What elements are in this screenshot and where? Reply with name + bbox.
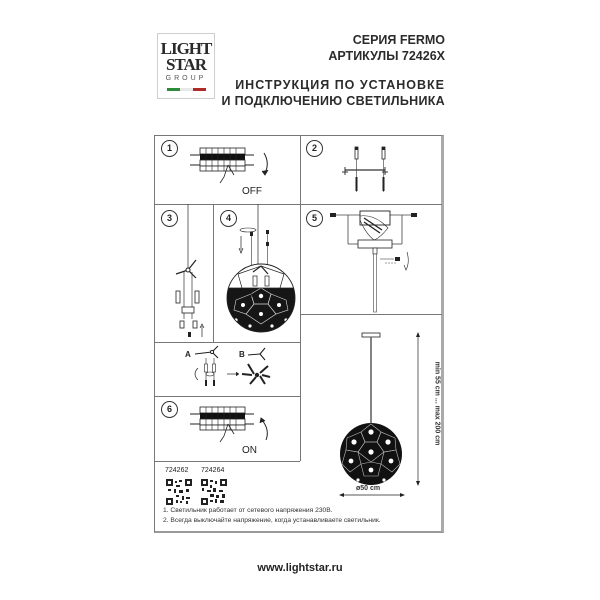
note-2: 2. Всегда выключайте напряжение, когда у… [163, 517, 381, 524]
note-1: 1. Светильник работает от сетевого напря… [163, 507, 333, 514]
label-a: A [185, 350, 191, 359]
step-3-badge: 3 [161, 210, 178, 227]
logo-line-1: LIGHT [160, 39, 213, 58]
series-name: СЕРИЯ FERMO [352, 33, 445, 47]
right-row-divider [300, 314, 442, 315]
article-numbers: АРТИКУЛЫ 72426X [328, 49, 445, 63]
off-label: OFF [242, 186, 262, 197]
step3-4-divider [213, 204, 214, 342]
step-5-badge: 5 [306, 210, 323, 227]
circuit-breaker-on-icon [190, 406, 268, 443]
pendant-lamp-drawing [339, 332, 420, 497]
step-2-badge: 2 [306, 140, 323, 157]
wiring-terminal-icon [330, 210, 417, 313]
logo-line-3: GROUP [165, 75, 207, 82]
row-divider-3 [154, 396, 300, 397]
step-4-badge: 4 [220, 210, 237, 227]
arms-rotation-icon [194, 345, 271, 386]
qr-article-2: 724264 [201, 467, 225, 474]
center-divider [300, 135, 301, 461]
height-range-label: min 55 cm ... max 200 cm [433, 361, 441, 446]
brand-logo: LIGHT STAR GROUP [157, 33, 215, 99]
document-title-line-2: И ПОДКЛЮЧЕНИЮ СВЕТИЛЬНИКА [221, 94, 445, 108]
qr-article-1: 724262 [165, 467, 189, 474]
sphere-shade-mounting-icon [226, 204, 296, 333]
document-title-line-1: ИНСТРУКЦИЯ ПО УСТАНОВКЕ [235, 78, 445, 92]
on-label: ON [242, 445, 257, 456]
row-divider-1 [154, 204, 442, 205]
row-divider-2 [154, 342, 300, 343]
italian-flag-stripe [167, 88, 206, 91]
step-6-badge: 6 [161, 401, 178, 418]
logo-line-2: STAR [165, 55, 207, 74]
safety-notes: 1. Светильник работает от сетевого напря… [163, 506, 381, 526]
website-link[interactable]: www.lightstar.ru [257, 562, 343, 574]
mounting-bracket-icon [342, 146, 388, 192]
diameter-label: ø50 cm [356, 485, 381, 492]
qr-code-icon[interactable] [201, 479, 229, 507]
step-1-badge: 1 [161, 140, 178, 157]
row-divider-4 [154, 461, 300, 462]
lamp-holder-assembly-icon [175, 204, 205, 337]
qr-code-icon[interactable] [166, 479, 194, 507]
label-b: B [239, 350, 245, 359]
instruction-frame [154, 135, 444, 533]
circuit-breaker-off-icon [190, 147, 269, 184]
